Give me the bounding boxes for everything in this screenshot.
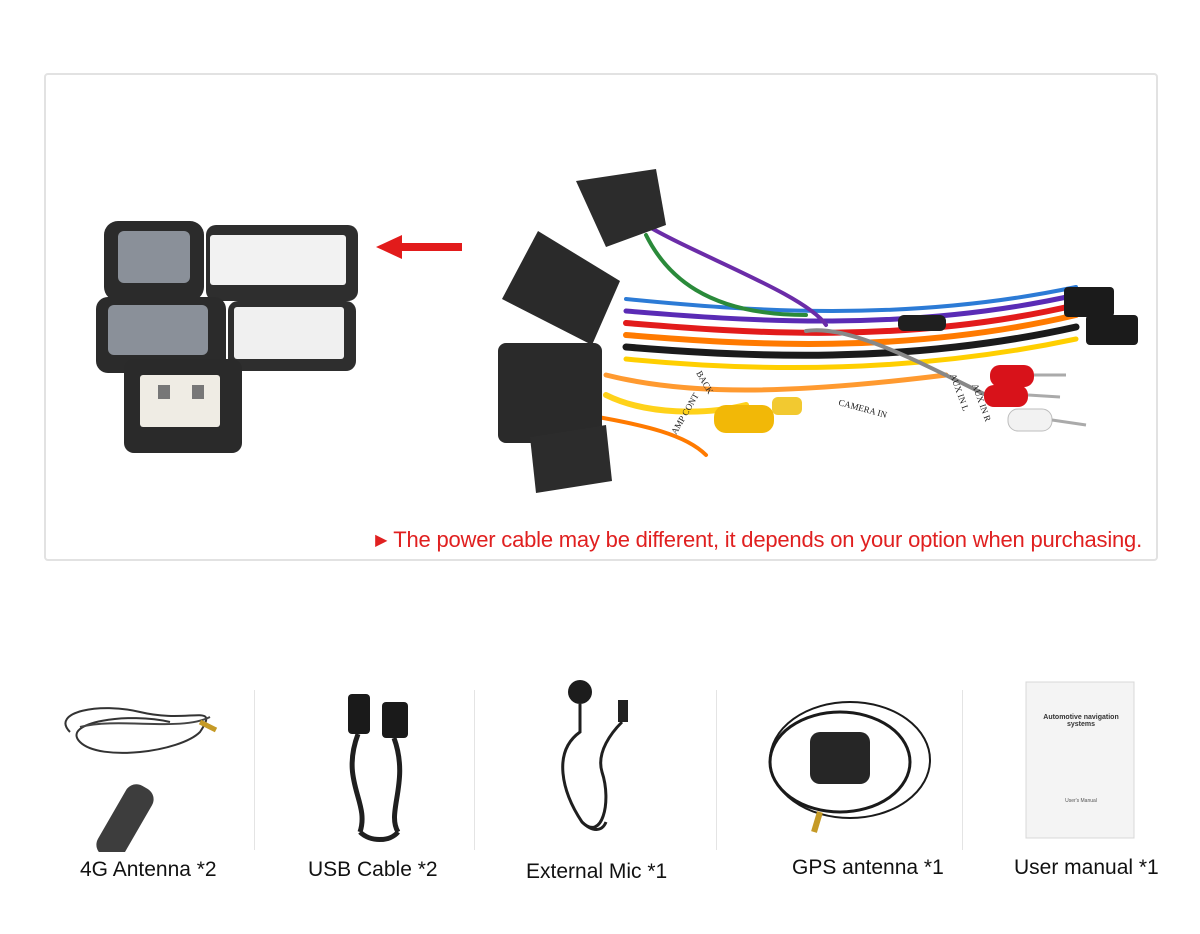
wiring-harness-image: BACK AMP CONT CAMERA IN AUX IN L AUX IN … xyxy=(96,169,1138,493)
connector-block xyxy=(96,221,358,453)
accessory-external-mic: External Mic *1 xyxy=(512,672,702,902)
arrow-left-icon xyxy=(376,235,462,259)
harness-panel: BACK AMP CONT CAMERA IN AUX IN L AUX IN … xyxy=(44,73,1158,561)
divider xyxy=(254,690,255,850)
wire-tag: AUX IN L xyxy=(948,372,971,412)
accessory-label: 4G Antenna *2 xyxy=(80,858,217,881)
wire-tag: BACK xyxy=(694,369,715,396)
accessory-usb-cable: USB Cable *2 xyxy=(290,672,470,902)
usb-cable-icon xyxy=(348,694,408,842)
note-text: The power cable may be different, it dep… xyxy=(393,527,1142,552)
accessory-label: GPS antenna *1 xyxy=(792,856,944,879)
wire-bundle xyxy=(584,223,1080,457)
rca-plugs xyxy=(714,365,1087,433)
manual-footer: User's Manual xyxy=(1065,798,1097,804)
accessory-gps-antenna: GPS antenna *1 xyxy=(760,672,960,902)
gps-antenna-icon xyxy=(768,701,931,833)
divider xyxy=(474,690,475,850)
microphone-icon xyxy=(561,680,628,831)
accessory-label: User manual *1 xyxy=(1014,856,1159,879)
note-marker-icon: ▶ xyxy=(375,532,388,549)
divider xyxy=(716,690,717,850)
manual-title: Automotive navigation systems xyxy=(1043,714,1119,728)
accessory-4g-antenna: 4G Antenna *2 xyxy=(40,672,240,902)
plug-ends xyxy=(898,287,1138,345)
accessory-label: USB Cable *2 xyxy=(308,858,438,881)
foam-plugs xyxy=(498,169,666,493)
wire-tag: CAMERA IN xyxy=(837,397,888,420)
antenna-4g-icon xyxy=(64,707,218,852)
accessory-user-manual: Automotive navigation systems User's Man… xyxy=(1008,672,1193,902)
accessory-label: External Mic *1 xyxy=(526,860,668,883)
power-cable-note: ▶ The power cable may be different, it de… xyxy=(375,527,1142,553)
divider xyxy=(962,690,963,850)
manual-icon xyxy=(1025,681,1135,839)
